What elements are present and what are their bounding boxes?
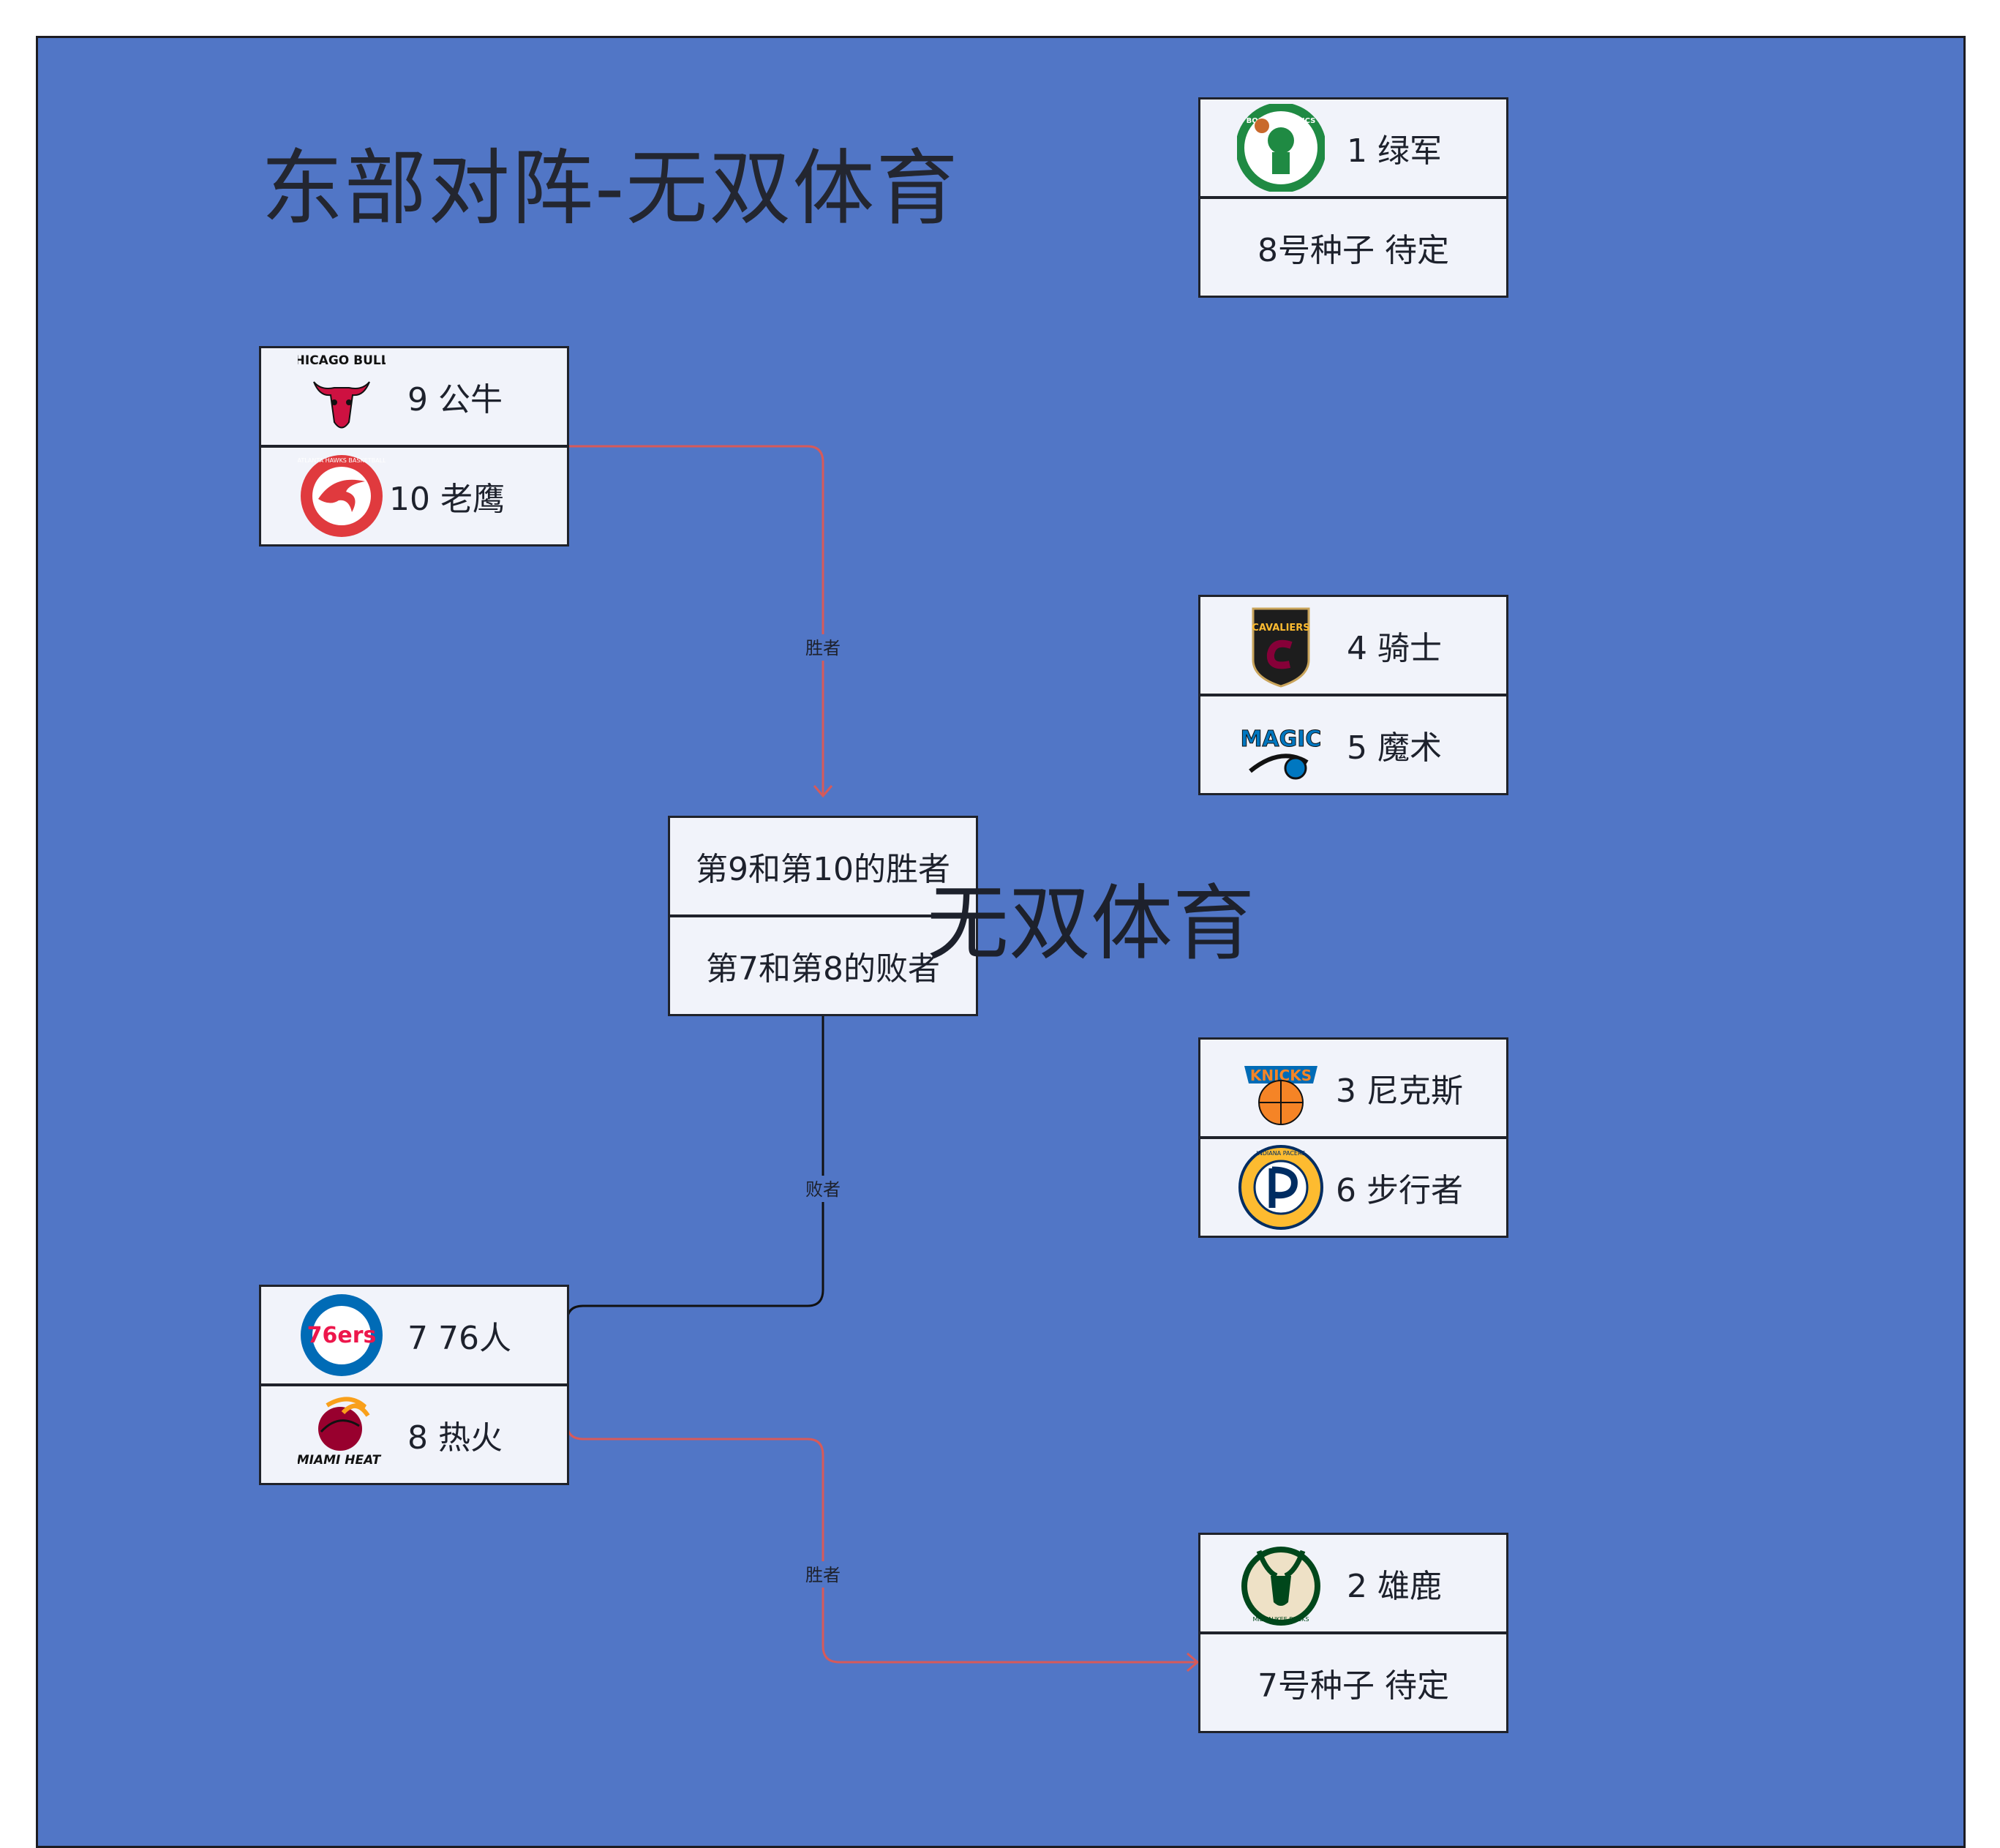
- svg-text:CHICAGO BULLS: CHICAGO BULLS: [298, 353, 386, 368]
- team-label-76ers: 7 76人: [407, 1320, 511, 1357]
- team-label-8th-seed: 8号种子 待定: [1257, 232, 1449, 269]
- cavaliers-logo: CAVALIERS: [1252, 607, 1310, 688]
- team-label-knicks: 3 尼克斯: [1336, 1073, 1463, 1110]
- winner-arrowhead-seventh-seed: [1187, 1652, 1200, 1672]
- bracket-canvas: 东部对阵-无双体育 胜者 败者 胜者 BOSTON CELTICS: [36, 36, 1966, 1848]
- label-winner-9-10: 第9和第10的胜者: [696, 851, 950, 888]
- team-label-7th-seed: 7号种子 待定: [1257, 1667, 1449, 1705]
- svg-text:MILWAUKEE BUCKS: MILWAUKEE BUCKS: [1253, 1616, 1309, 1623]
- winner-arrowhead-play-in: [813, 785, 833, 798]
- team-slot-magic: MAGIC 5 魔术: [1200, 696, 1506, 793]
- team-slot-bucks: MILWAUKEE BUCKS 2 雄鹿: [1200, 1535, 1506, 1631]
- heat-logo: MIAMI HEAT: [298, 1397, 382, 1468]
- team-slot-76ers: 76ers 7 76人: [261, 1287, 567, 1383]
- team-slot-celtics: BOSTON CELTICS 1 绿军: [1200, 99, 1506, 196]
- team-slot-cavaliers: CAVALIERS 4 骑士: [1200, 597, 1506, 694]
- matchup-knicks-pacers: KNICKS 3 尼克斯 INDIANA PACERS 6 步行者: [1198, 1037, 1508, 1238]
- winner-connector-9-10: [567, 445, 824, 795]
- matchup-76ers-heat: 76ers 7 76人 MIAMI HEAT 8 热火: [259, 1285, 569, 1485]
- matchup-bulls-hawks: CHICAGO BULLS 9 公牛 ATLANTA HAWKS BASKETB…: [259, 346, 569, 546]
- svg-text:76ers: 76ers: [307, 1323, 377, 1348]
- team-slot-bulls: CHICAGO BULLS 9 公牛: [261, 348, 567, 445]
- loser-label-7-8: 败者: [805, 1179, 841, 1200]
- winner-connector-7-8: [565, 1388, 1196, 1664]
- hawks-logo: ATLANTA HAWKS BASKETBALL: [298, 455, 386, 537]
- matchup-cavaliers-magic: CAVALIERS 4 骑士 MAGIC 5 魔术: [1198, 595, 1508, 795]
- team-label-hawks: 10 老鹰: [389, 481, 505, 518]
- svg-text:CAVALIERS: CAVALIERS: [1252, 623, 1309, 634]
- team-slot-hawks: ATLANTA HAWKS BASKETBALL 10 老鹰: [261, 448, 567, 544]
- celtics-logo: BOSTON CELTICS: [1237, 104, 1325, 192]
- team-slot-8th-seed: 8号种子 待定: [1200, 199, 1506, 296]
- matchup-celtics-8th-seed: BOSTON CELTICS 1 绿军 8号种子 待定: [1198, 97, 1508, 298]
- matchup-play-in: 第9和第10的胜者 第7和第8的败者: [668, 816, 978, 1016]
- slot-loser-7-8: 第7和第8的败者: [670, 917, 976, 1014]
- watermark-text: 无双体育: [927, 876, 1255, 972]
- svg-text:MIAMI HEAT: MIAMI HEAT: [298, 1453, 382, 1468]
- svg-text:INDIANA PACERS: INDIANA PACERS: [1256, 1150, 1305, 1157]
- loser-connector-7-8: [565, 1001, 824, 1334]
- team-slot-pacers: INDIANA PACERS 6 步行者: [1200, 1139, 1506, 1236]
- 76ers-logo: 76ers: [301, 1294, 383, 1376]
- svg-text:ATLANTA HAWKS BASKETBALL: ATLANTA HAWKS BASKETBALL: [298, 457, 386, 464]
- team-label-heat: 8 热火: [407, 1419, 503, 1457]
- pacers-logo: INDIANA PACERS: [1238, 1145, 1323, 1230]
- winner-label-7-8: 胜者: [805, 1565, 841, 1585]
- team-slot-heat: MIAMI HEAT 8 热火: [261, 1386, 567, 1483]
- magic-logo: MAGIC: [1240, 726, 1322, 780]
- svg-text:MAGIC: MAGIC: [1241, 726, 1322, 752]
- matchup-bucks-7th-seed: MILWAUKEE BUCKS 2 雄鹿 7号种子 待定: [1198, 1533, 1508, 1733]
- slot-winner-9-10: 第9和第10的胜者: [670, 818, 976, 914]
- team-slot-7th-seed: 7号种子 待定: [1200, 1634, 1506, 1731]
- label-loser-7-8: 第7和第8的败者: [706, 950, 940, 988]
- bulls-logo: CHICAGO BULLS: [298, 353, 386, 429]
- team-label-pacers: 6 步行者: [1336, 1172, 1463, 1209]
- team-label-celtics: 1 绿军: [1347, 132, 1442, 170]
- team-label-magic: 5 魔术: [1347, 729, 1442, 767]
- page-title: 东部对阵-无双体育: [261, 141, 960, 236]
- svg-text:BOSTON CELTICS: BOSTON CELTICS: [1247, 117, 1316, 125]
- team-label-cavaliers: 4 骑士: [1347, 630, 1442, 667]
- team-label-bucks: 2 雄鹿: [1347, 1568, 1442, 1605]
- bucks-logo: MILWAUKEE BUCKS: [1241, 1547, 1320, 1626]
- team-label-bulls: 9 公牛: [407, 381, 503, 418]
- team-slot-knicks: KNICKS 3 尼克斯: [1200, 1040, 1506, 1136]
- knicks-logo: KNICKS: [1244, 1066, 1317, 1125]
- winner-label-9-10: 胜者: [805, 638, 841, 658]
